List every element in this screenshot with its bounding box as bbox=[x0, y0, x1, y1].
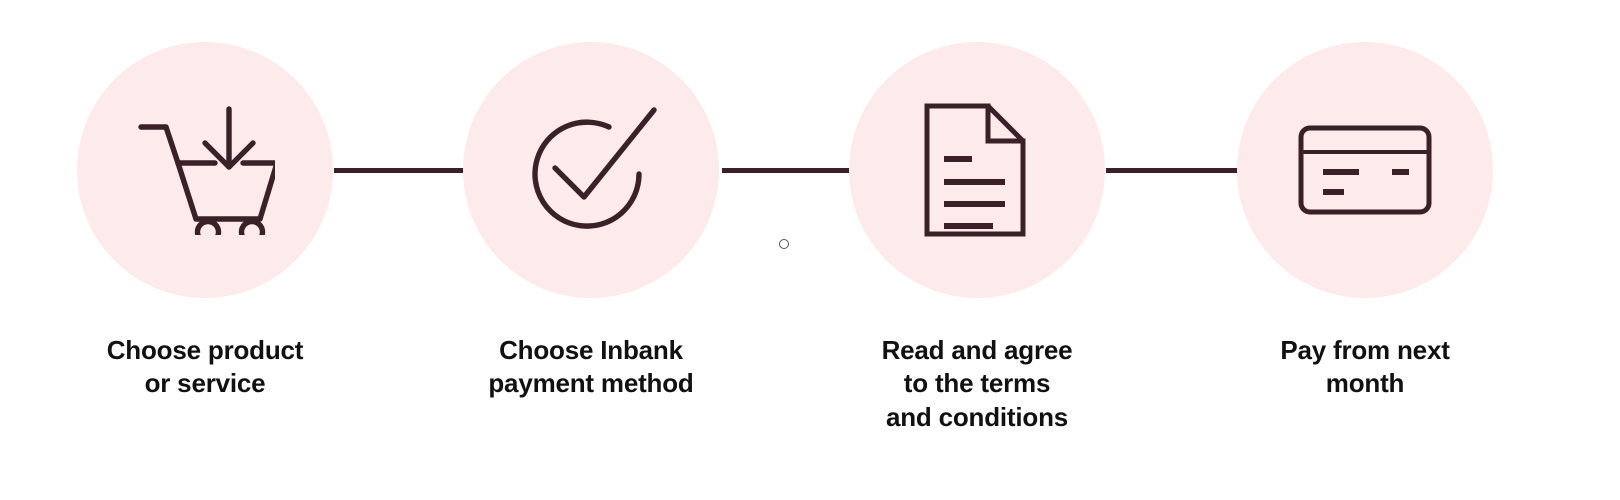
step-2-label: Choose Inbank payment method bbox=[433, 334, 749, 401]
step-2-label-line-2: payment method bbox=[488, 368, 694, 399]
connector-3-4 bbox=[1106, 168, 1242, 173]
step-2: Choose Inbank payment method bbox=[463, 0, 719, 500]
step-1-label-line-1: Choose product bbox=[106, 335, 304, 365]
step-4-label: Pay from next month bbox=[1207, 334, 1523, 401]
check-circle-icon bbox=[463, 42, 719, 298]
step-1: Choose product or service bbox=[77, 0, 333, 500]
connector-1-2 bbox=[334, 168, 482, 173]
step-2-circle-background bbox=[463, 42, 719, 298]
document-lines-icon bbox=[849, 42, 1105, 298]
shopping-cart-download-icon bbox=[77, 42, 333, 298]
credit-card-icon bbox=[1237, 42, 1493, 298]
step-1-label: Choose product or service bbox=[47, 334, 363, 401]
step-4-label-line-2: month bbox=[1325, 368, 1405, 399]
step-4: Pay from next month bbox=[1237, 0, 1493, 500]
step-2-label-line-1: Choose Inbank bbox=[499, 335, 683, 365]
stray-dot-artifact bbox=[779, 239, 789, 249]
step-3-label-line-3: and conditions bbox=[885, 401, 1069, 432]
step-3-label-line-1: Read and agree bbox=[881, 335, 1073, 365]
step-1-label-line-2: or service bbox=[144, 368, 266, 399]
step-3-label-line-2: to the terms bbox=[903, 368, 1051, 399]
step-4-label-line-1: Pay from next bbox=[1280, 335, 1450, 365]
step-4-circle-background bbox=[1237, 42, 1493, 298]
step-1-circle-background bbox=[77, 42, 333, 298]
step-3-circle-background bbox=[849, 42, 1105, 298]
connector-2-3 bbox=[722, 168, 852, 173]
step-3-label: Read and agree to the terms and conditio… bbox=[819, 334, 1135, 434]
step-3: Read and agree to the terms and conditio… bbox=[849, 0, 1105, 500]
